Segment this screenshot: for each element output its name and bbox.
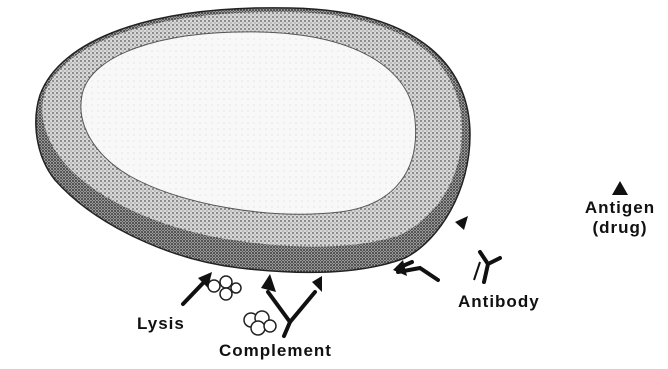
red-blood-cell xyxy=(36,8,470,273)
antigen-triangle xyxy=(312,276,322,292)
complement-cluster xyxy=(244,311,276,335)
antigen-sublabel: (drug) xyxy=(578,218,662,238)
lysis-label: Lysis xyxy=(137,314,185,334)
antigen-triangle xyxy=(261,274,276,292)
bound-antibody xyxy=(398,262,438,280)
antigen-legend-triangle-icon xyxy=(611,180,629,196)
free-antibody xyxy=(480,252,500,282)
antibody-pointer xyxy=(474,262,480,280)
antigen-label: Antigen xyxy=(578,198,662,218)
lysis-pore xyxy=(208,276,241,300)
antigen-triangle xyxy=(455,216,468,230)
complement-label: Complement xyxy=(219,341,332,361)
antibody-label: Antibody xyxy=(458,292,540,312)
antigen-legend: Antigen (drug) xyxy=(578,180,662,238)
